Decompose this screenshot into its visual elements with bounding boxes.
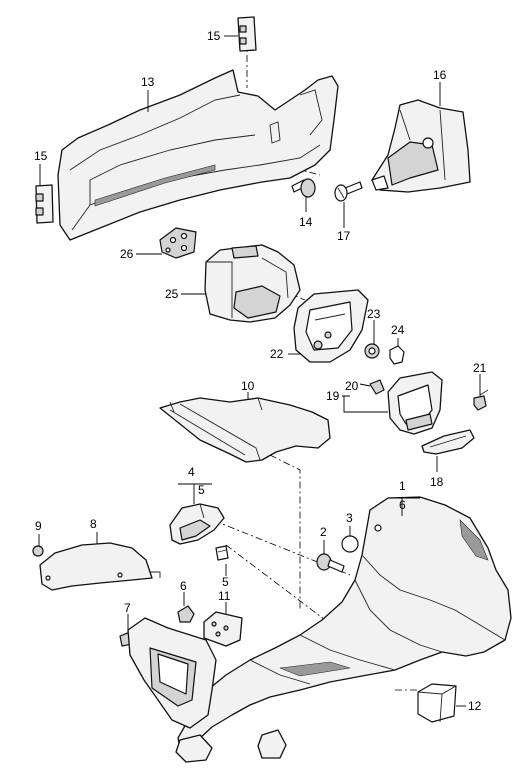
part-1-floor-tub[interactable] <box>175 496 512 763</box>
callout-4: 4 <box>188 465 195 479</box>
part-16-corner-bracket[interactable] <box>371 99 471 193</box>
callout-11: 11 <box>218 589 231 603</box>
part-19-bezel[interactable] <box>387 371 443 435</box>
callout-1: 1 <box>399 479 406 493</box>
callout-26: 26 <box>120 247 134 261</box>
part-21-screw[interactable] <box>473 389 489 411</box>
leader-lines <box>38 35 481 707</box>
callout-22: 22 <box>270 347 284 361</box>
part-17-screw[interactable] <box>334 181 363 202</box>
callout-5-upper: 5 <box>198 483 205 497</box>
callout-6: 6 <box>180 579 187 593</box>
part-5-clip-lower[interactable] <box>215 545 229 561</box>
part-11-plate[interactable] <box>203 611 243 647</box>
callout-3: 3 <box>346 511 353 525</box>
callout-6-upper: 6 <box>399 498 406 512</box>
part-2-pin[interactable] <box>316 553 345 573</box>
callout-5-lower: 5 <box>222 575 229 589</box>
part-3-cap[interactable] <box>341 535 359 553</box>
callout-2: 2 <box>320 525 327 539</box>
part-6-fastener[interactable] <box>177 605 195 623</box>
callout-10: 10 <box>241 379 255 393</box>
part-18-bracket[interactable] <box>421 429 475 455</box>
callout-24: 24 <box>391 323 405 337</box>
callout-23: 23 <box>367 307 381 321</box>
callout-25: 25 <box>165 287 179 301</box>
part-25-box-housing[interactable] <box>204 244 301 323</box>
callout-14: 14 <box>299 215 313 229</box>
callout-18: 18 <box>430 475 444 489</box>
part-1-duct[interactable] <box>127 617 217 729</box>
callout-12: 12 <box>468 699 482 713</box>
callout-13: 13 <box>141 75 155 89</box>
callout-20: 20 <box>345 379 359 393</box>
part-10-tray[interactable] <box>159 397 331 463</box>
part-22-frame[interactable] <box>293 289 369 363</box>
part-15-left-clip[interactable] <box>35 184 54 224</box>
part-4-bracket[interactable] <box>169 503 225 545</box>
callout-7: 7 <box>124 601 131 615</box>
part-23-grommet[interactable] <box>364 343 380 359</box>
part-8-cover[interactable] <box>39 542 161 591</box>
part-20-clip[interactable] <box>369 379 385 395</box>
part-14-push-pin[interactable] <box>291 178 316 198</box>
callout-21: 21 <box>473 361 487 375</box>
part-26-plate[interactable] <box>159 227 197 259</box>
callout-9: 9 <box>35 519 42 533</box>
part-15-top-clip[interactable] <box>237 16 257 52</box>
callout-labels: 15 13 15 16 14 17 26 25 22 23 24 10 20 1… <box>34 29 487 713</box>
part-13-side-panel[interactable] <box>57 69 339 241</box>
part-9-plug[interactable] <box>32 545 44 557</box>
part-24-cap[interactable] <box>389 345 405 365</box>
callout-8: 8 <box>90 517 97 531</box>
callout-15-top: 15 <box>207 29 221 43</box>
callout-19: 19 <box>326 389 340 403</box>
part-12-cube[interactable] <box>417 683 457 723</box>
callout-15-left: 15 <box>34 149 48 163</box>
callout-16: 16 <box>433 68 447 82</box>
callout-17: 17 <box>337 229 351 243</box>
